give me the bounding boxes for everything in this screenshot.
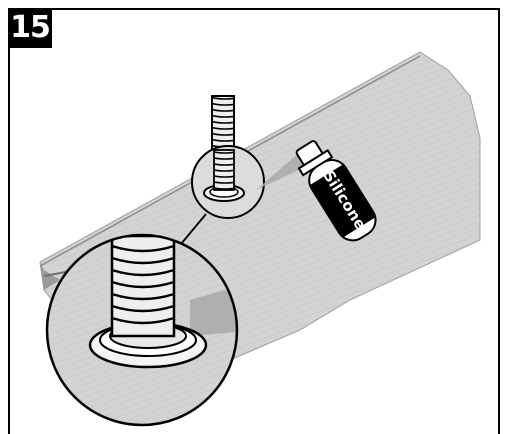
step-number-badge: 15 bbox=[8, 8, 52, 48]
detail-circle-large bbox=[45, 233, 239, 427]
instruction-frame bbox=[8, 8, 500, 434]
detail-circle-small bbox=[191, 145, 265, 219]
